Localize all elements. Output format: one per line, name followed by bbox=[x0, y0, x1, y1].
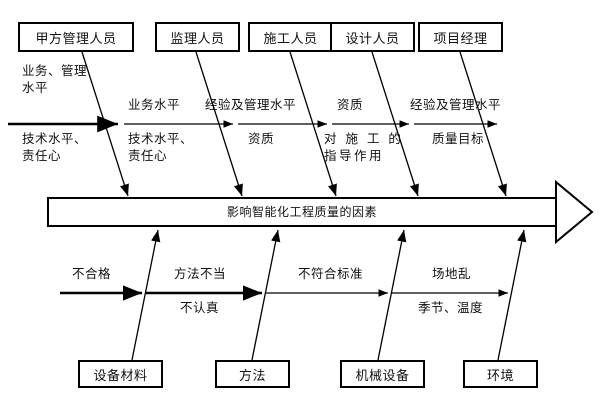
cause-label-bottom-2-below: 不认真 bbox=[180, 300, 220, 315]
cause-label-bottom-3-above: 不符合标准 bbox=[298, 266, 364, 281]
cause-label-top-1-above: 业务、管理水平 bbox=[22, 63, 88, 95]
cause-label-bottom-2-above: 方法不当 bbox=[174, 266, 227, 281]
category-box-top-4[interactable]: 设计人员 bbox=[330, 22, 415, 52]
cause-label-top-4-below: 对 施 工 的指导作用 bbox=[324, 131, 404, 163]
cause-label-top-5-above: 经验及管理水平 bbox=[410, 97, 502, 112]
category-label: 施工人员 bbox=[263, 31, 318, 47]
category-label: 项目经理 bbox=[433, 31, 488, 47]
spine-label: 影响智能化工程质量的因素 bbox=[226, 205, 377, 219]
category-label: 环境 bbox=[486, 368, 514, 384]
cause-label-top-3-above: 经验及管理水平 bbox=[205, 97, 297, 112]
category-label: 方法 bbox=[238, 368, 266, 384]
bottom-bones bbox=[131, 229, 527, 361]
category-box-bottom-1[interactable]: 设备材料 bbox=[78, 360, 163, 388]
cause-label-top-3-below: 资质 bbox=[248, 131, 275, 146]
cause-label-top-1-below: 技术水平、责任心 bbox=[22, 131, 88, 163]
cause-label-bottom-4-above: 场地乱 bbox=[432, 266, 472, 281]
cause-label-top-2-above: 业务水平 bbox=[128, 97, 181, 112]
category-label: 监理人员 bbox=[170, 31, 225, 47]
cause-label-bottom-1-above: 不合格 bbox=[72, 266, 112, 281]
category-box-top-3[interactable]: 施工人员 bbox=[248, 22, 333, 52]
category-box-bottom-3[interactable]: 机械设备 bbox=[340, 360, 425, 388]
category-label: 甲方管理人员 bbox=[35, 31, 117, 47]
category-label: 机械设备 bbox=[355, 368, 410, 384]
cause-label-bottom-4-below: 季节、温度 bbox=[418, 300, 484, 315]
category-label: 设备材料 bbox=[93, 368, 148, 384]
category-box-bottom-4[interactable]: 环境 bbox=[463, 360, 538, 388]
category-box-top-2[interactable]: 监理人员 bbox=[155, 22, 240, 52]
category-box-top-5[interactable]: 项目经理 bbox=[418, 22, 503, 52]
category-box-top-1[interactable]: 甲方管理人员 bbox=[18, 22, 134, 52]
category-label: 设计人员 bbox=[345, 31, 400, 47]
cause-label-top-4-above: 资质 bbox=[337, 97, 364, 112]
cause-label-top-2-below: 技术水平、责任心 bbox=[128, 131, 194, 163]
spine-box bbox=[47, 179, 594, 245]
cause-label-top-5-below: 质量目标 bbox=[432, 131, 485, 146]
category-box-bottom-2[interactable]: 方法 bbox=[215, 360, 290, 388]
